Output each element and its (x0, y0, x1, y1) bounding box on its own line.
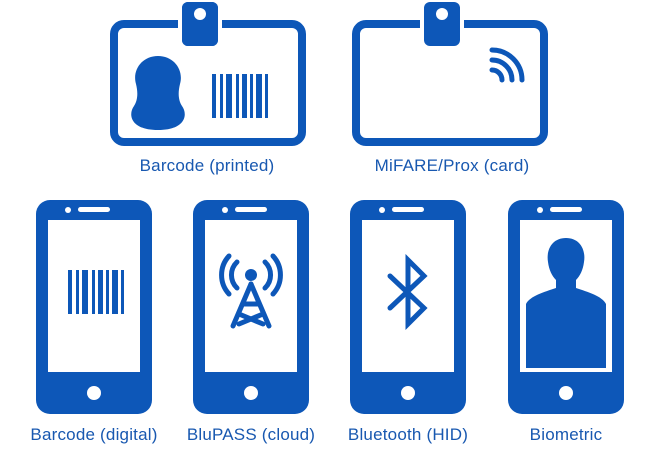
phone-antenna-icon (193, 200, 309, 414)
credential-label: Barcode (digital) (30, 425, 158, 444)
phone-bluetooth-icon (350, 200, 466, 414)
credential-label: MiFARE/Prox (card) (374, 156, 530, 175)
credential-label: Biometric (529, 425, 603, 444)
credential-label: Bluetooth (HID) (347, 425, 469, 444)
phone-barcode-icon (36, 200, 152, 414)
id-card-barcode-icon (110, 2, 306, 146)
contactless-card-icon (352, 2, 548, 146)
credential-label: Barcode (printed) (139, 156, 275, 175)
phone-face-icon (508, 200, 624, 414)
credential-label: BluPASS (cloud) (186, 425, 316, 444)
